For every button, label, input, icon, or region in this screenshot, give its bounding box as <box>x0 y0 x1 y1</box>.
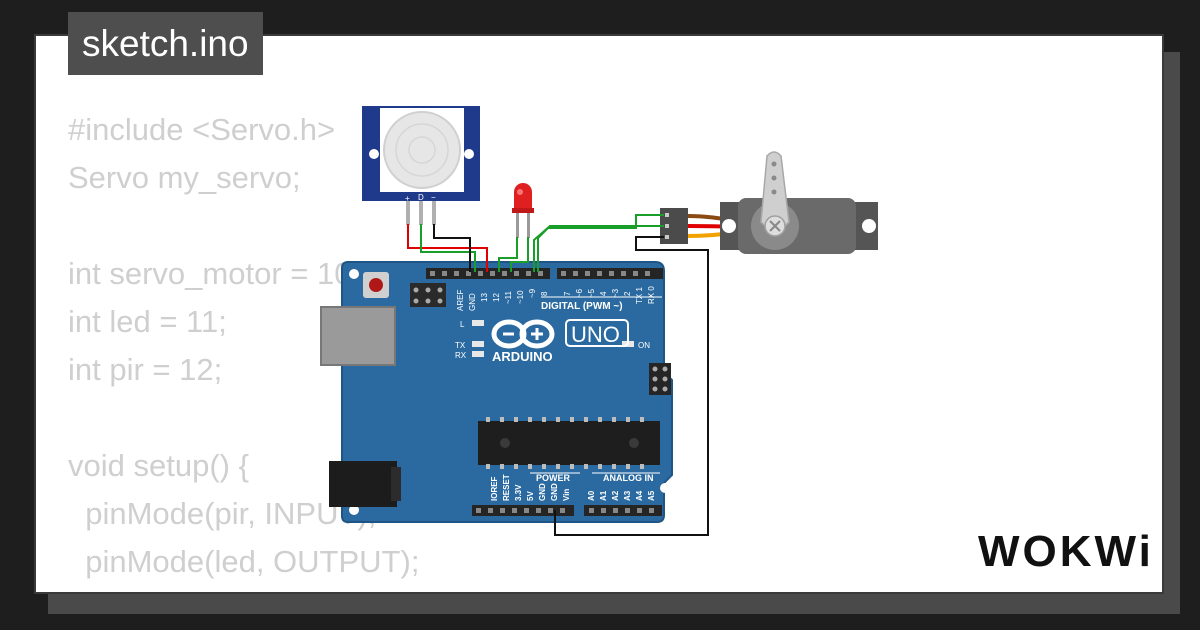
board-model: UNO <box>571 322 620 347</box>
pin-label: 7 <box>563 291 572 296</box>
pin-label: A3 <box>623 490 632 501</box>
pin-label: ~11 <box>504 290 513 304</box>
arduino-infinity-icon <box>491 319 555 349</box>
code-line: Servo my_servo; <box>68 160 301 195</box>
l-led <box>472 320 484 326</box>
pin-label: A0 <box>587 490 596 501</box>
mounting-hole <box>349 505 359 515</box>
digital-header-label: DIGITAL (PWM ~) <box>541 301 623 312</box>
pin-label: 2 <box>623 291 632 296</box>
mounting-hole <box>369 149 379 159</box>
arduino-uno-board[interactable]: AREF GND 13 12 ~11 ~10 ~9 8 7 ~6 ~5 4 ~3… <box>320 261 673 523</box>
file-tab-title[interactable]: sketch.ino <box>68 12 263 75</box>
code-line: pinMode(led, OUTPUT); <box>68 544 420 579</box>
led-label-on: ON <box>638 341 650 350</box>
mounting-hole <box>660 483 670 493</box>
pin-label: A2 <box>611 490 620 501</box>
wire-pir-vcc <box>407 224 488 272</box>
wire-pir-gnd <box>433 224 471 272</box>
mounting-hole <box>349 269 359 279</box>
wokwi-logo: WOKWi <box>978 527 1154 576</box>
pir-pin-gnd: − <box>431 193 436 202</box>
servo-motor[interactable] <box>660 151 878 254</box>
analog-header <box>584 505 662 516</box>
led-label-l: L <box>460 320 465 329</box>
pin-label: A1 <box>599 490 608 501</box>
red-led[interactable] <box>512 183 534 238</box>
board-brand: ARDUINO <box>492 349 553 364</box>
pin-label: A4 <box>635 490 644 501</box>
pin-label: 4 <box>599 291 608 296</box>
pir-lens <box>383 111 461 189</box>
pin-label: TX 1 <box>635 287 644 304</box>
pin-label: ~10 <box>516 290 525 304</box>
pin-label: RESET <box>502 474 511 501</box>
wire-pir-data <box>420 224 476 272</box>
code-block: #include <Servo.h> Servo my_servo; int s… <box>68 106 514 592</box>
power-header <box>472 505 574 516</box>
pin-label: ~6 <box>575 288 584 298</box>
pin-label: GND <box>468 293 477 311</box>
servo-connector <box>660 208 688 244</box>
pin-label: 8 <box>540 291 549 296</box>
code-line: #include <Servo.h> <box>68 112 336 147</box>
pin-label: 3.3V <box>514 484 523 501</box>
code-line: int pir = 12; <box>68 352 223 387</box>
pin-label: 13 <box>480 293 489 302</box>
wires <box>407 214 709 536</box>
wire-servo-vcc <box>533 225 664 272</box>
power-jack <box>329 461 397 507</box>
led-label-tx: TX <box>455 341 466 350</box>
code-line: int servo_motor = 10; <box>68 256 361 291</box>
rx-led <box>472 351 484 357</box>
mounting-hole <box>464 149 474 159</box>
code-line: void setup() { <box>68 448 249 483</box>
pir-pin-data: D <box>418 193 424 202</box>
pin-label: A5 <box>647 490 656 501</box>
pir-pin-vcc: + <box>405 194 410 203</box>
pin-label: 12 <box>492 293 501 302</box>
analog-header-label: ANALOG IN <box>603 473 654 483</box>
pin-label: 5V <box>526 491 535 501</box>
reset-button-cap <box>369 278 383 292</box>
pin-label: Vin <box>562 489 571 501</box>
wire-servo-gnd <box>554 236 709 536</box>
pir-sensor[interactable]: + D − <box>362 106 480 225</box>
power-header-label: POWER <box>536 473 571 483</box>
pin-label: IOREF <box>490 476 499 501</box>
wire-led-anode <box>498 237 518 272</box>
led-label-rx: RX <box>455 351 467 360</box>
digital-header-left <box>426 268 550 279</box>
code-line: int led = 11; <box>68 304 227 339</box>
pin-label: ~5 <box>587 288 596 298</box>
pin-label: RX 0 <box>647 286 656 304</box>
pin-label: GND <box>550 483 559 501</box>
pin-label: ~9 <box>528 288 537 298</box>
uno-badge <box>565 319 629 347</box>
wire-servo-signal <box>537 214 664 272</box>
pin-label: ~3 <box>611 288 620 298</box>
icsp2-header <box>649 363 671 395</box>
pin-label: AREF <box>456 290 465 311</box>
pin-label: GND <box>538 483 547 501</box>
usb-connector <box>320 306 396 366</box>
wire-led-cathode <box>510 237 529 272</box>
led-body <box>514 183 532 212</box>
tx-led <box>472 341 484 347</box>
